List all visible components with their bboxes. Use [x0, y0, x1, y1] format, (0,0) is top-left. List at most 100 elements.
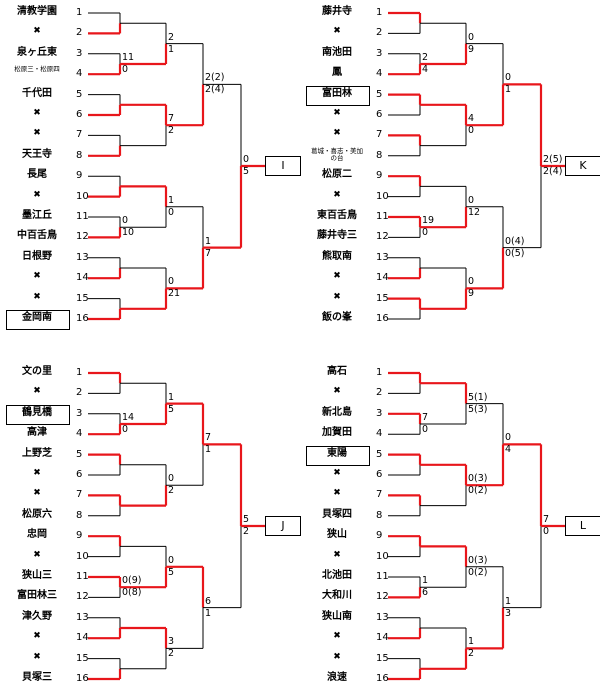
seed-number: 7: [76, 129, 83, 141]
score-label: 0: [243, 154, 250, 165]
seed-number: 7: [376, 489, 383, 501]
bye-mark: ✖: [33, 468, 41, 478]
score-label: 0: [122, 424, 129, 435]
score-label: 1: [505, 595, 512, 607]
score-label: 0: [122, 64, 129, 75]
seed-number: 1: [76, 7, 83, 18]
seed-number: 6: [76, 109, 83, 120]
seed-number: 5: [376, 448, 383, 460]
seed-number: 4: [376, 68, 383, 80]
seed-number: 1: [76, 367, 83, 378]
seed-number: 3: [376, 407, 383, 419]
team-name: 忠岡: [27, 529, 47, 541]
score-label: 1: [205, 235, 212, 247]
seed-number: 7: [376, 129, 383, 141]
score-label: 2: [422, 52, 429, 63]
seed-number: 9: [376, 530, 383, 542]
bye-mark: ✖: [33, 631, 41, 642]
seed-number: 15: [376, 292, 389, 304]
team-name: 泉ヶ丘東: [17, 46, 57, 58]
team-name: 北池田: [322, 570, 352, 581]
seed-number: 12: [76, 591, 89, 603]
score-label: 3: [505, 607, 512, 619]
seed-number: 9: [76, 530, 83, 542]
seed-number: 4: [76, 428, 83, 440]
score-label: 1: [205, 444, 212, 456]
team-name: 津久野: [22, 610, 52, 622]
score-label: 9: [468, 43, 475, 55]
score-label: 1: [168, 194, 175, 206]
team-name: 天王寺: [22, 148, 52, 160]
highlight-box: [306, 445, 370, 466]
team-name: 東陽: [327, 447, 347, 459]
score-label: 0: [468, 194, 475, 206]
seed-number: 9: [376, 170, 383, 182]
seed-number: 16: [376, 673, 389, 684]
team-name: 新北島: [322, 406, 352, 418]
score-label: 0: [168, 554, 175, 566]
seed-number: 16: [376, 313, 389, 324]
team-name: 葛城・喜志・美加の台: [311, 146, 363, 162]
score-label: 5: [243, 166, 250, 177]
seed-number: 8: [76, 149, 83, 161]
team-name: 飯の峯: [322, 312, 352, 323]
highlight-box: [6, 404, 70, 425]
team-name: 狭山: [327, 529, 347, 541]
highlight-box: [6, 310, 70, 330]
score-label: 0(2): [468, 485, 488, 497]
team-name: 貝塚三: [22, 672, 52, 683]
bye-mark: ✖: [33, 26, 41, 37]
seed-number: 15: [76, 652, 89, 664]
bye-mark: ✖: [33, 386, 41, 397]
seed-number: 5: [76, 448, 83, 460]
seed-number: 15: [76, 292, 89, 304]
score-label: 0: [468, 31, 475, 43]
seed-number: 13: [76, 251, 89, 263]
seed-number: 7: [76, 489, 83, 501]
score-label: 7: [168, 113, 175, 125]
score-label: 0: [168, 206, 175, 218]
seed-number: 1: [376, 7, 383, 18]
score-label: 0(3): [468, 554, 488, 566]
bye-mark: ✖: [33, 189, 41, 200]
seed-number: 10: [376, 550, 389, 562]
score-label: 2: [243, 526, 250, 537]
bye-mark: ✖: [333, 651, 341, 662]
score-label: 2: [168, 31, 175, 43]
seed-number: 2: [376, 27, 383, 39]
bye-mark: ✖: [33, 271, 41, 282]
block-label: I: [265, 156, 301, 176]
score-label: 0: [468, 125, 475, 137]
team-name: 文の里: [22, 366, 52, 377]
team-name: 狭山三: [22, 570, 52, 581]
score-label: 1: [205, 607, 212, 619]
score-label: 0: [505, 72, 512, 84]
score-label: 0(8): [122, 587, 142, 599]
team-name: 藤井寺: [322, 6, 352, 17]
seed-number: 11: [376, 571, 389, 582]
bye-mark: ✖: [333, 386, 341, 397]
seed-number: 13: [376, 251, 389, 263]
score-label: 4: [468, 113, 475, 125]
score-label: 0: [122, 215, 129, 227]
score-label: 1: [168, 391, 175, 403]
bye-mark: ✖: [33, 651, 41, 662]
score-label: 5(3): [468, 403, 488, 415]
seed-number: 1: [376, 367, 383, 378]
seed-number: 4: [76, 68, 83, 80]
bye-mark: ✖: [333, 271, 341, 282]
score-label: 0: [543, 526, 550, 537]
bye-mark: ✖: [333, 189, 341, 200]
score-label: 0: [168, 473, 175, 485]
seed-number: 14: [376, 272, 389, 284]
bye-mark: ✖: [33, 549, 41, 560]
score-label: 2: [168, 125, 175, 137]
score-label: 2(4): [205, 84, 225, 96]
seed-number: 8: [376, 509, 383, 521]
score-label: 0(2): [468, 566, 488, 578]
seed-number: 12: [376, 231, 389, 243]
team-name: 富田林: [322, 87, 352, 99]
score-label: 2: [468, 648, 475, 660]
seed-number: 4: [376, 428, 383, 440]
score-label: 7: [205, 432, 212, 444]
